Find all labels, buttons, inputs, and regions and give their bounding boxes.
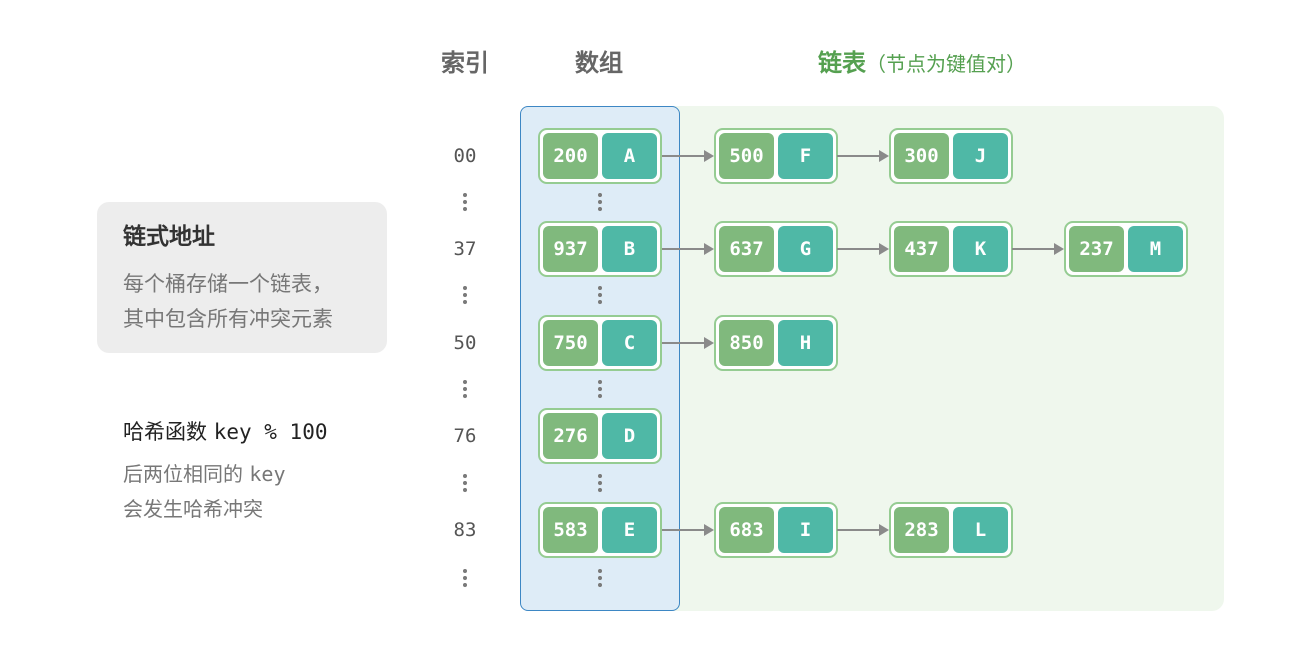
node-key: 750 — [543, 320, 598, 366]
node-value: K — [953, 226, 1008, 272]
arrow-right-icon — [662, 524, 714, 536]
node-value: L — [953, 507, 1008, 553]
node-value: F — [778, 133, 833, 179]
vertical-ellipsis-icon — [463, 569, 467, 589]
bucket-index: 37 — [453, 238, 477, 260]
vertical-ellipsis-icon — [598, 569, 602, 589]
list-node: 437 K — [889, 221, 1013, 277]
vertical-ellipsis-icon — [463, 286, 467, 306]
array-bucket-node: 583 E — [538, 502, 662, 558]
hash-function-label: 哈希函数 key % 100 — [123, 417, 327, 447]
vertical-ellipsis-icon — [598, 286, 602, 306]
list-node: 637 G — [714, 221, 838, 277]
hash-function-text: 哈希函数 — [123, 420, 207, 444]
node-key: 300 — [894, 133, 949, 179]
node-key: 583 — [543, 507, 598, 553]
vertical-ellipsis-icon — [598, 380, 602, 400]
array-column-header: 数组 — [575, 49, 623, 77]
arrow-right-icon — [837, 524, 889, 536]
chaining-info-box: 链式地址 每个桶存储一个链表， 其中包含所有冲突元素 — [97, 202, 387, 353]
node-key: 437 — [894, 226, 949, 272]
arrow-right-icon — [1012, 243, 1064, 255]
array-bucket-node: 750 C — [538, 315, 662, 371]
node-value: E — [602, 507, 657, 553]
bucket-index: 50 — [453, 332, 477, 354]
hash-function-formula: key % 100 — [213, 420, 328, 444]
node-value: A — [602, 133, 657, 179]
node-key: 500 — [719, 133, 774, 179]
collision-note-code: key — [249, 462, 286, 486]
node-key: 683 — [719, 507, 774, 553]
array-bucket-node: 200 A — [538, 128, 662, 184]
arrow-right-icon — [837, 150, 889, 162]
list-node: 283 L — [889, 502, 1013, 558]
arrow-right-icon — [662, 150, 714, 162]
bucket-row: 76 276 D — [0, 408, 1306, 464]
bucket-index: 76 — [453, 425, 477, 447]
node-value: G — [778, 226, 833, 272]
list-node: 683 I — [714, 502, 838, 558]
node-value: C — [602, 320, 657, 366]
vertical-ellipsis-icon — [463, 474, 467, 494]
list-node: 500 F — [714, 128, 838, 184]
node-key: 200 — [543, 133, 598, 179]
list-node: 237 M — [1064, 221, 1188, 277]
bucket-index: 00 — [453, 145, 477, 167]
collision-note-line: 后两位相同的 key — [123, 459, 285, 489]
arrow-right-icon — [837, 243, 889, 255]
bucket-row: 50 750 C 850 H — [0, 315, 1306, 371]
list-node: 850 H — [714, 315, 838, 371]
collision-note-text: 后两位相同的 — [123, 462, 243, 486]
node-value: M — [1128, 226, 1183, 272]
node-key: 937 — [543, 226, 598, 272]
info-line: 每个桶存储一个链表， — [123, 272, 333, 296]
list-header-title: 链表 — [818, 49, 866, 77]
bucket-row: 00 200 A 500 F 300 J — [0, 128, 1306, 184]
vertical-ellipsis-icon — [463, 193, 467, 213]
list-column-header: 链表（节点为键值对） — [818, 46, 1026, 83]
info-line: 其中包含所有冲突元素 — [123, 307, 333, 331]
array-bucket-node: 276 D — [538, 408, 662, 464]
info-title: 链式地址 — [123, 224, 215, 250]
bucket-row: 37 937 B 637 G 437 K 237 M — [0, 221, 1306, 277]
index-column-header: 索引 — [441, 49, 489, 77]
node-value: B — [602, 226, 657, 272]
array-bucket-node: 937 B — [538, 221, 662, 277]
bucket-row: 83 583 E 683 I 283 L — [0, 502, 1306, 558]
bucket-index: 83 — [453, 519, 477, 541]
node-value: D — [602, 413, 657, 459]
node-key: 283 — [894, 507, 949, 553]
node-key: 850 — [719, 320, 774, 366]
vertical-ellipsis-icon — [598, 193, 602, 213]
vertical-ellipsis-icon — [598, 474, 602, 494]
node-value: I — [778, 507, 833, 553]
node-key: 637 — [719, 226, 774, 272]
vertical-ellipsis-icon — [463, 380, 467, 400]
node-value: H — [778, 320, 833, 366]
node-key: 237 — [1069, 226, 1124, 272]
node-key: 276 — [543, 413, 598, 459]
node-value: J — [953, 133, 1008, 179]
arrow-right-icon — [662, 243, 714, 255]
collision-note-line: 会发生哈希冲突 — [123, 497, 263, 521]
list-header-note: （节点为键值对） — [866, 52, 1026, 76]
arrow-right-icon — [662, 337, 714, 349]
list-node: 300 J — [889, 128, 1013, 184]
